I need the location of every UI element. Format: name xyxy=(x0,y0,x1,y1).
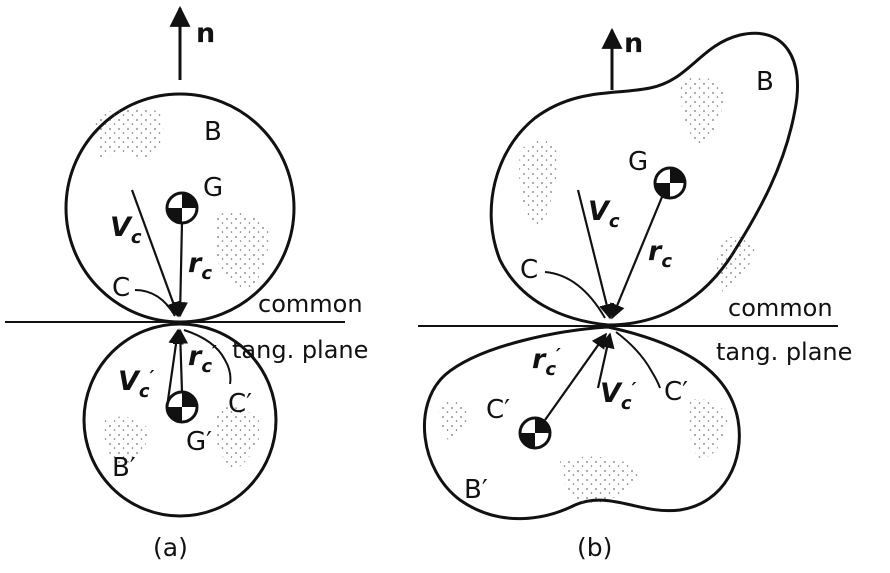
contact-leader-c-prime-b xyxy=(615,331,661,389)
body2-label-b: B′ xyxy=(464,475,488,505)
caption-b: (b) xyxy=(577,533,612,562)
plane-label-line2-a: tang. plane xyxy=(232,336,368,364)
normal-label-b: n xyxy=(624,28,643,59)
v-c-prime-label-b: Vc′ xyxy=(600,378,637,414)
contact-label-c-a: C xyxy=(112,273,130,303)
v-c-prime-arrow-a xyxy=(166,328,184,401)
stipple-shading-b-blob xyxy=(519,77,755,295)
contact-label-c-b: C xyxy=(520,255,538,285)
plane-label-line1-a: common xyxy=(258,290,363,318)
v-c-arrow-b xyxy=(576,189,615,320)
v-c-label-b: Vc xyxy=(588,196,620,232)
cg2-label-a: G′ xyxy=(186,427,212,457)
r-c-label-b: rc xyxy=(648,236,672,272)
cg2-label-b: C′ xyxy=(486,395,510,425)
r-c-arrow-a xyxy=(172,221,188,318)
r-c-prime-label-b: rc′ xyxy=(532,344,561,380)
normal-label-a: n xyxy=(196,18,215,49)
stipple-shading-b-prime xyxy=(104,407,262,470)
r-c-prime-label-a: rc′ xyxy=(188,341,217,377)
diagram-a: n G B rc Vc C G′ B′ rc′ Vc′ xyxy=(5,5,368,562)
stipple-shading-b xyxy=(95,107,270,290)
cg-symbol-g-a xyxy=(165,191,199,225)
cg-label-b: G xyxy=(628,147,648,177)
body2-label-a: B′ xyxy=(112,453,136,483)
cg-symbol-g-prime-b xyxy=(518,416,552,450)
body-label-b: B xyxy=(756,67,774,97)
r-c-arrow-b xyxy=(610,196,664,320)
v-c-prime-label-a: Vc′ xyxy=(118,366,155,402)
cg-symbol-g-prime-a xyxy=(165,390,199,424)
stipple-shading-b-prime-blob xyxy=(439,399,728,505)
cg-symbol-g-b xyxy=(653,166,687,200)
contact2-label-b: C′ xyxy=(664,377,688,407)
contact2-label-a: C′ xyxy=(228,389,252,419)
body-b-prime-blob xyxy=(423,325,741,521)
contact-leader-c-prime-a xyxy=(183,329,232,385)
v-c-prime-arrow-b xyxy=(596,332,615,389)
v-c-arrow-a xyxy=(130,189,181,318)
plane-label-line2-b: tang. plane xyxy=(716,338,852,366)
contact-leader-c-a xyxy=(134,289,176,317)
plane-label-line1-b: common xyxy=(728,294,833,322)
diagram-b: n G B rc Vc C C′ B′ rc′ Vc′ xyxy=(418,27,852,562)
r-c-prime-arrow-b xyxy=(544,332,607,421)
r-c-label-a: rc xyxy=(188,248,212,284)
cg-label-a: G xyxy=(203,173,223,203)
caption-a: (a) xyxy=(153,533,188,562)
v-c-label-a: Vc xyxy=(110,212,142,248)
body-label-a: B xyxy=(204,117,222,147)
contact-leader-c-b xyxy=(544,271,606,319)
